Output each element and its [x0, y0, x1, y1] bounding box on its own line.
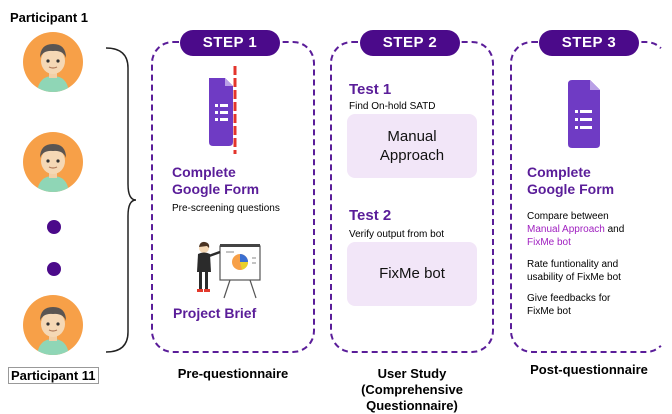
fixme-bot-label: FixMe bot	[379, 265, 445, 282]
ellipsis-dot	[47, 220, 61, 234]
google-form-icon	[568, 80, 600, 148]
step3-item-feedback: Give feedbacks for FixMe bot	[527, 292, 662, 318]
step3-item-compare: Compare between Manual Approach and FixM…	[527, 210, 662, 249]
step3-item-rate-line2: usability of FixMe bot	[527, 272, 621, 283]
fixme-bot-box: FixMe bot	[347, 242, 477, 306]
manual-approach-box: Manual Approach	[347, 114, 477, 178]
step2-caption-line2: (Comprehensive	[361, 382, 463, 397]
step3-pill: STEP 3	[539, 30, 639, 56]
step3-item-rate-line1: Rate funtionality and	[527, 259, 619, 270]
person-icon	[37, 307, 69, 355]
step2-caption: User Study (Comprehensive Questionnaire)	[330, 366, 494, 414]
step3-item-rate: Rate funtionality and usability of FixMe…	[527, 258, 662, 284]
step3-form-title-line1: Complete	[527, 164, 591, 180]
manual-approach-line1: Manual	[387, 128, 437, 145]
manual-approach-link-text: Manual Approach	[527, 224, 605, 235]
step3-item-compare-and: and	[604, 224, 625, 235]
step3-caption: Post-questionnaire	[530, 362, 648, 377]
participant-last-label: Participant 11	[8, 367, 99, 384]
step1-form-title-line2: Google Form	[172, 181, 260, 197]
step2-caption-line3: Questionnaire)	[366, 398, 458, 413]
participant-avatar	[23, 132, 83, 192]
step1-caption: Pre-questionnaire	[177, 366, 289, 381]
step2-pill: STEP 2	[360, 30, 460, 56]
step2-test2-title: Test 2	[349, 207, 392, 224]
step1-pill: STEP 1	[180, 30, 280, 56]
step3-form-title-line2: Google Form	[527, 181, 615, 197]
step1-form-title-line1: Complete	[172, 164, 236, 180]
manual-approach-line2: Approach	[379, 147, 445, 164]
step2-caption-line1: User Study	[377, 366, 447, 381]
person-icon	[37, 44, 69, 92]
participant-avatar	[23, 295, 83, 355]
step3-item-feedback-line2: FixMe bot	[527, 306, 571, 317]
fixme-bot-link-text: FixMe bot	[527, 237, 571, 248]
step1-brief-title: Project Brief	[173, 305, 257, 321]
step3-item-compare-prefix: Compare between	[527, 211, 609, 222]
step3-item-feedback-line1: Give feedbacks for	[527, 293, 611, 304]
step2-test1-subtitle: Find On-hold SATD	[349, 101, 436, 112]
step2-test2-subtitle: Verify output from bot	[349, 229, 445, 240]
participant-first-label: Participant 1	[10, 10, 89, 25]
step1-form-subtitle: Pre-screening questions	[172, 203, 280, 214]
participant-avatar	[23, 32, 83, 92]
google-form-icon	[209, 66, 237, 154]
grouping-brace	[105, 47, 137, 353]
presentation-icon	[197, 241, 261, 299]
person-icon	[37, 144, 69, 192]
ellipsis-dot	[47, 262, 61, 276]
step3-item-compare-line2: Manual Approach and	[527, 223, 662, 236]
step2-test1-title: Test 1	[349, 81, 392, 98]
